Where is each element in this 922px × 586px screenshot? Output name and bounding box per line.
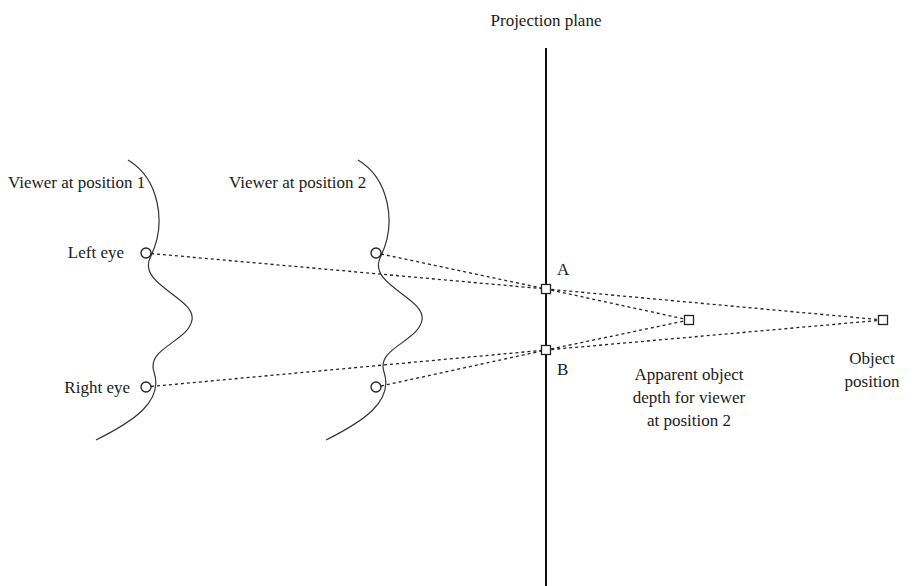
eyes	[141, 248, 381, 392]
points	[542, 285, 888, 355]
sight-line	[151, 254, 883, 321]
eye-circle	[141, 382, 151, 392]
eye-label: Left eye	[68, 241, 124, 264]
face-profile	[326, 160, 422, 440]
point-square	[542, 346, 551, 355]
eye-circle	[371, 382, 381, 392]
viewer-label: Viewer at position 2	[229, 171, 366, 194]
sight-lines	[151, 254, 883, 387]
eye-label: Right eye	[64, 376, 130, 399]
point-label: B	[557, 358, 568, 381]
point-square	[879, 316, 888, 325]
depth-note: Apparent object depth for viewer at posi…	[630, 363, 748, 432]
plane-title: Projection plane	[491, 9, 602, 32]
projection-plane-line	[545, 48, 547, 586]
eye-circle	[141, 248, 151, 258]
face-profile	[96, 160, 192, 440]
point-label: A	[557, 258, 569, 281]
viewer-label: Viewer at position 1	[8, 171, 145, 194]
eye-circle	[371, 248, 381, 258]
point-square	[685, 316, 694, 325]
object-note: Object position	[831, 347, 913, 393]
sight-line	[381, 254, 689, 320]
point-square	[542, 285, 551, 294]
sight-line	[151, 320, 883, 387]
